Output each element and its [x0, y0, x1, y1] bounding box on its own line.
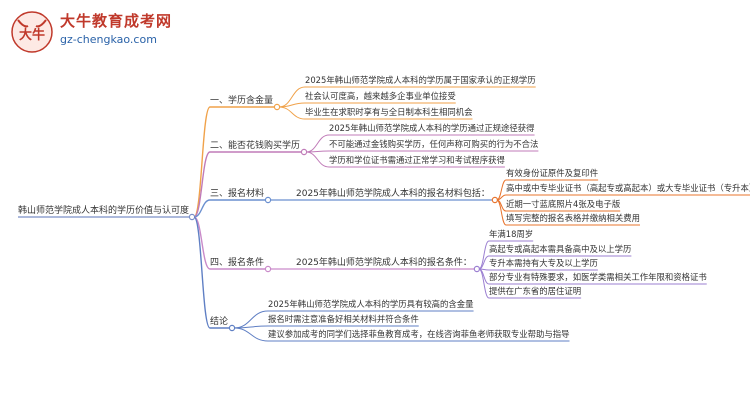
leaf-item: 2025年韩山师范学院成人本科的学历通过正规途径获得 [329, 123, 535, 133]
leaf-connector [278, 106, 306, 120]
branch-dot [264, 265, 272, 273]
requirements-summary: 2025年韩山师范学院成人本科的报名条件： [296, 258, 472, 268]
sub-dot [473, 265, 481, 273]
leaf-item: 社会认可度高，越来越多企事业单位接受 [305, 91, 456, 101]
branch-connector [193, 216, 211, 270]
site-logo[interactable]: 大牛 大牛教育成考网 gz-chengkao.com [8, 6, 248, 58]
leaf-connector [496, 199, 507, 226]
leaf-item: 有效身份证原件及复印件 [506, 168, 599, 178]
leaf-item: 建议参加成考的同学们选择菲鱼教育成考，在线咨询菲鱼老师获取专业帮助与指导 [268, 329, 570, 339]
logo-glyph: 大牛 [19, 27, 45, 43]
branch-materials: 三、报名材料 [210, 189, 265, 199]
materials-summary: 2025年韩山师范学院成人本科的报名材料包括： [296, 189, 490, 199]
leaf-item: 专升本需持有大专及以上学历 [489, 258, 598, 268]
root-dot [188, 213, 196, 221]
leaf-item: 学历和学位证书需通过正常学习和考试程序获得 [329, 155, 505, 165]
leaf-connector [496, 194, 507, 201]
leaf-connector [234, 327, 269, 342]
leaf-connector [305, 151, 330, 168]
leaf-item: 不可能通过金钱购买学历，任何声称可购买的行为不合法 [329, 139, 539, 149]
root-topic: 韩山师范学院成人本科的学历价值与认可度 [18, 206, 190, 216]
leaf-item: 年满18周岁 [489, 229, 534, 239]
leaf-item: 2025年韩山师范学院成人本科的学历具有较高的含金量 [268, 299, 474, 309]
branch-dot [228, 324, 236, 332]
leaf-connector [478, 268, 490, 299]
leaf-item: 2025年韩山师范学院成人本科的学历属于国家承认的正规学历 [305, 75, 536, 85]
branch-education-value: 一、学历含金量 [210, 96, 274, 106]
leaf-item: 报名时需注意准备好相关材料并符合条件 [268, 314, 419, 324]
leaf-item: 填写完整的报名表格并缴纳相关费用 [506, 213, 640, 223]
leaf-connector [279, 102, 306, 108]
branch-requirements: 四、报名条件 [210, 258, 265, 268]
leaf-item: 近期一寸蓝底照片4张及电子版 [506, 199, 621, 209]
branch-connector [193, 216, 211, 329]
branch-dot [264, 196, 272, 204]
leaf-item: 高起专或高起本需具备高中及以上学历 [489, 244, 632, 254]
branch-connector [193, 199, 211, 218]
leaf-item: 提供在广东省的居住证明 [489, 286, 582, 296]
branch-dot [273, 103, 281, 111]
bull-logo-icon: 大牛 [11, 11, 53, 53]
leaf-connector [234, 310, 269, 329]
branch-conclusion: 结论 [210, 317, 229, 327]
leaf-item: 高中或中专毕业证书（高起专或高起本）或大专毕业证书（专升本） [506, 183, 750, 193]
branch-dot [300, 148, 308, 156]
leaf-connector [478, 240, 490, 270]
leaf-connector [305, 134, 330, 153]
leaf-connector [278, 86, 306, 108]
logo-title: 大牛教育成考网 [60, 12, 173, 30]
branch-buy-degree: 二、能否花钱购买学历 [210, 141, 301, 151]
leaf-item: 毕业生在求职时享有与全日制本科生相同机会 [305, 107, 473, 117]
sub-dot [491, 196, 499, 204]
logo-url: gz-chengkao.com [60, 33, 157, 46]
leaf-item: 部分专业有特殊要求，如医学类需相关工作年限和资格证书 [489, 272, 707, 282]
branch-connector [193, 151, 211, 218]
